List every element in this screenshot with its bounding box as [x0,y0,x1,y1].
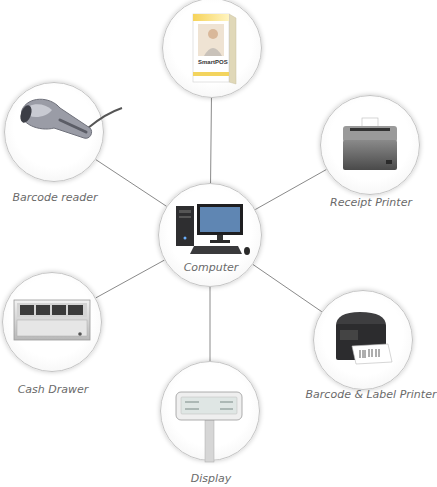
barcode-scanner [18,99,122,138]
connector-stroke [253,264,322,311]
connector-stroke [96,160,167,207]
device-circle: Barcode reader [4,82,104,182]
device-caption: Computer [89,261,333,274]
device-circle: Barcode & Label Printer [313,290,413,390]
receipt-printer [343,118,397,170]
connector-stroke [210,98,212,183]
connector-line [210,287,211,361]
device-caption: Barcode reader [0,191,175,204]
device-circle: Cash Drawer [2,272,102,372]
software-box [193,14,236,84]
device-caption: Display [91,472,331,485]
device-caption: Receipt Printer [251,196,437,209]
product-name: SmartPOS [198,59,228,65]
label-printer [336,312,392,364]
cash-drawer [14,300,90,340]
connector-line [96,260,165,298]
connector-line [255,170,326,210]
pole-display [176,392,242,462]
computer-set [176,204,250,255]
device-circle: Receipt Printer [320,95,420,195]
device-circle: Computer [158,183,262,287]
connector-stroke [255,170,326,210]
connector-line [96,160,167,207]
device-circle: Display [160,361,260,461]
connector-stroke [210,287,211,361]
connector-line [210,98,212,183]
device-caption: Cash Drawer [0,383,173,396]
connector-stroke [96,260,165,298]
device-caption: Barcode & Label Printer [251,388,437,401]
device-circle: SmartPOS [162,0,262,98]
connector-line [253,264,322,311]
